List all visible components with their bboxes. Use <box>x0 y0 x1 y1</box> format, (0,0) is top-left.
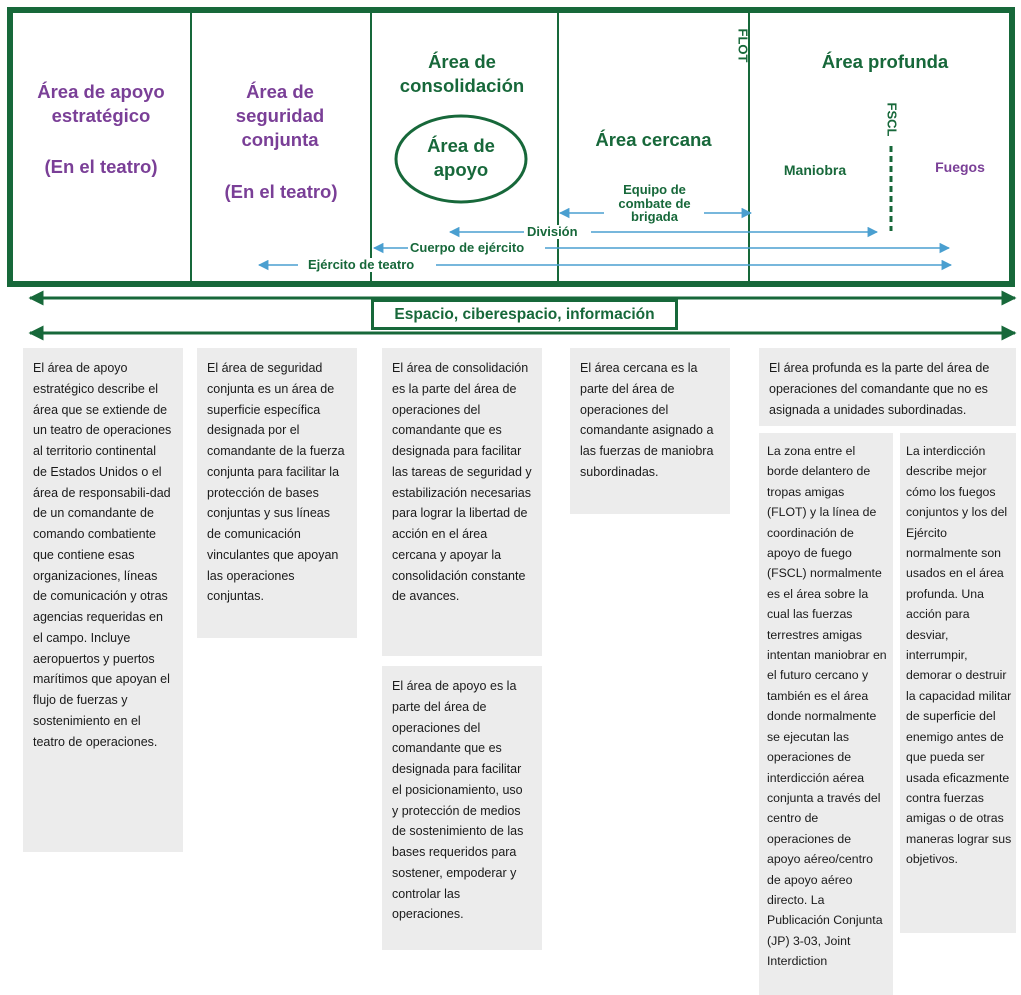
fires-label: Fuegos <box>935 159 985 175</box>
corps-label: Cuerpo de ejército <box>408 240 527 255</box>
strategic-support-area-description: El área de apoyo estratégico describe el… <box>23 348 183 852</box>
flot-label: FLOT <box>735 28 751 63</box>
space-cyberspace-information-band: Espacio, ciberespacio, información <box>371 299 678 330</box>
consolidation-area-description: El área de consolidación es la parte del… <box>382 348 542 656</box>
maneuver-label: Maniobra <box>783 162 847 178</box>
joint-security-area-title: Área de seguridad conjunta <box>235 81 325 151</box>
consolidation-area-title: Área de consolidación <box>399 51 525 97</box>
fscl-label: FSCL <box>884 102 900 137</box>
joint-security-area-description: El área de seguridad conjunta es un área… <box>197 348 357 638</box>
flot-fscl-zone-description: La zona entre el borde delantero de trop… <box>759 433 893 995</box>
support-area-title: Área de apoyo <box>427 135 495 181</box>
strategic-support-area-subtitle: (En el teatro) <box>44 156 158 177</box>
support-area-description: El área de apoyo es la parte del área de… <box>382 666 542 950</box>
operational-framework-frame <box>7 7 1015 287</box>
division-label: División <box>525 224 580 239</box>
interdiction-description: La interdicción describe mejor cómo los … <box>900 433 1016 933</box>
deep-area-title: Área profunda <box>821 51 949 72</box>
theater-army-label: Ejército de teatro <box>306 257 417 272</box>
close-area-description: El área cercana es la parte del área de … <box>570 348 730 514</box>
strategic-support-area-title: Área de apoyo estratégico <box>37 81 165 127</box>
close-area-title: Área cercana <box>595 129 712 150</box>
deep-area-description: El área profunda es la parte del área de… <box>759 348 1016 426</box>
support-area-ellipse <box>394 114 528 204</box>
joint-security-area-subtitle: (En el teatro) <box>224 181 338 202</box>
bct-label: Equipo de combate de brigada <box>605 183 704 224</box>
